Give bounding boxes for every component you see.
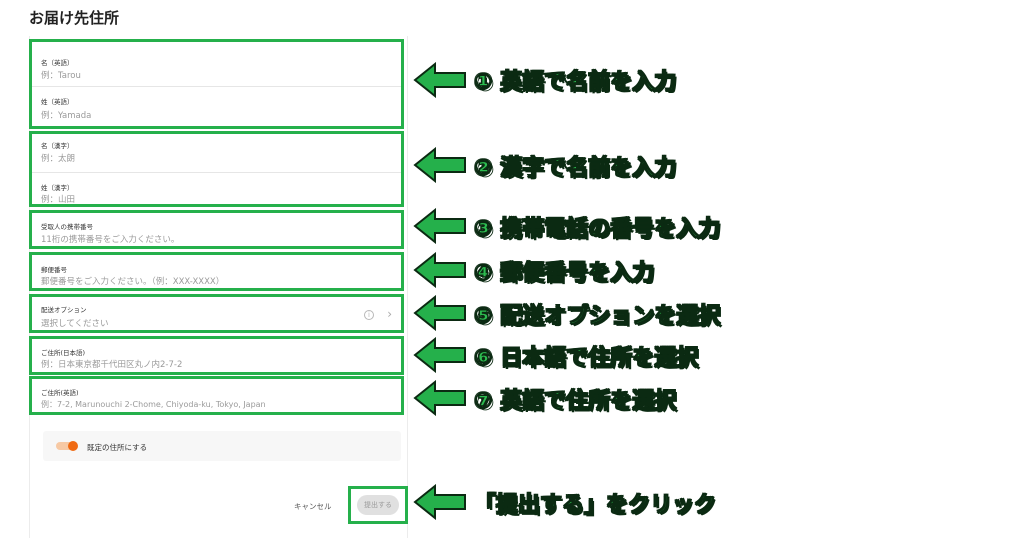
annotation-step-2: ② 漢字で名前を入力 bbox=[473, 156, 677, 182]
address-ja-field[interactable]: ご住所(日本語) 例：日本東京都千代田区丸ノ内2-7-2 bbox=[29, 336, 404, 375]
divider bbox=[32, 172, 401, 173]
first-name-kanji-field[interactable]: 名（漢字） 例：太朗 bbox=[32, 134, 401, 171]
chevron-right-icon[interactable]: › bbox=[387, 307, 392, 321]
address-en-label: ご住所(英語) bbox=[41, 389, 79, 397]
phone-input[interactable]: 11桁の携帯番号をご入力ください。 bbox=[41, 235, 180, 245]
annotation-step-3: ③ 携帯電話の番号を入力 bbox=[473, 217, 721, 243]
annotation-step-7: ⑦ 英語で住所を選択 bbox=[473, 389, 677, 415]
last-name-en-field[interactable]: 姓（英語） 例：Yamada bbox=[32, 87, 401, 129]
last-name-kanji-input[interactable]: 例：山田 bbox=[41, 195, 76, 205]
first-name-kanji-label: 名（漢字） bbox=[41, 142, 74, 150]
submit-button[interactable]: 提出する bbox=[357, 495, 399, 515]
divider bbox=[32, 86, 401, 87]
arrow-left-icon bbox=[413, 208, 466, 244]
annotation-step-4: ④ 郵便番号を入力 bbox=[473, 261, 655, 287]
last-name-kanji-label: 姓（漢字） bbox=[41, 184, 74, 192]
last-name-kanji-field[interactable]: 姓（漢字） 例：山田 bbox=[32, 173, 401, 207]
annotation-step-5: ⑤ 配送オプションを選択 bbox=[473, 304, 721, 330]
first-name-en-input[interactable]: 例：Tarou bbox=[41, 71, 81, 81]
arrow-left-icon bbox=[413, 295, 466, 331]
first-name-kanji-input[interactable]: 例：太朗 bbox=[41, 154, 76, 164]
address-en-input[interactable]: 例：7-2, Marunouchi 2-Chome, Chiyoda-ku, T… bbox=[41, 400, 266, 409]
phone-field[interactable]: 受取人の携帯番号 11桁の携帯番号をご入力ください。 bbox=[29, 210, 404, 249]
address-en-field[interactable]: ご住所(英語) 例：7-2, Marunouchi 2-Chome, Chiyo… bbox=[29, 376, 404, 415]
toggle-track bbox=[56, 442, 76, 450]
cancel-button[interactable]: キャンセル bbox=[294, 502, 332, 511]
postal-code-input[interactable]: 郵便番号をご入力ください。（例：XXX-XXXX） bbox=[41, 277, 225, 287]
annotation-step-6: ⑥ 日本語で住所を選択 bbox=[473, 346, 699, 372]
arrow-left-icon bbox=[413, 252, 466, 288]
default-address-label: 既定の住所にする bbox=[87, 443, 148, 452]
submit-highlight: 提出する bbox=[348, 486, 408, 524]
delivery-option-field[interactable]: 配送オプション 選択してください i › bbox=[29, 294, 404, 333]
toggle-knob bbox=[68, 441, 78, 451]
default-address-row: 既定の住所にする bbox=[43, 431, 401, 461]
address-ja-label: ご住所(日本語) bbox=[41, 349, 86, 357]
address-ja-input[interactable]: 例：日本東京都千代田区丸ノ内2-7-2 bbox=[41, 360, 183, 370]
last-name-en-label: 姓（英語） bbox=[41, 98, 74, 106]
postal-code-field[interactable]: 郵便番号 郵便番号をご入力ください。（例：XXX-XXXX） bbox=[29, 252, 404, 291]
arrow-left-icon bbox=[413, 62, 466, 98]
arrow-left-icon bbox=[413, 380, 466, 416]
annotation-step-1: ① 英語で名前を入力 bbox=[473, 70, 677, 96]
arrow-left-icon bbox=[413, 147, 466, 183]
info-icon[interactable]: i bbox=[364, 310, 374, 320]
last-name-en-input[interactable]: 例：Yamada bbox=[41, 111, 92, 121]
page-title: お届け先住所 bbox=[29, 9, 120, 27]
default-address-toggle[interactable] bbox=[56, 441, 78, 451]
kanji-name-group: 名（漢字） 例：太朗 姓（漢字） 例：山田 bbox=[29, 131, 404, 207]
english-name-group: 名（英語） 例：Tarou 姓（英語） 例：Yamada bbox=[29, 39, 404, 129]
delivery-option-select[interactable]: 選択してください bbox=[41, 319, 109, 329]
arrow-left-icon bbox=[413, 484, 466, 520]
delivery-option-label: 配送オプション bbox=[41, 306, 87, 314]
annotation-submit: 「提出する」をクリック bbox=[473, 493, 717, 519]
first-name-en-label: 名（英語） bbox=[41, 59, 74, 67]
postal-code-label: 郵便番号 bbox=[41, 266, 67, 274]
phone-label: 受取人の携帯番号 bbox=[41, 223, 93, 231]
arrow-left-icon bbox=[413, 337, 466, 373]
first-name-en-field[interactable]: 名（英語） 例：Tarou bbox=[32, 42, 401, 84]
